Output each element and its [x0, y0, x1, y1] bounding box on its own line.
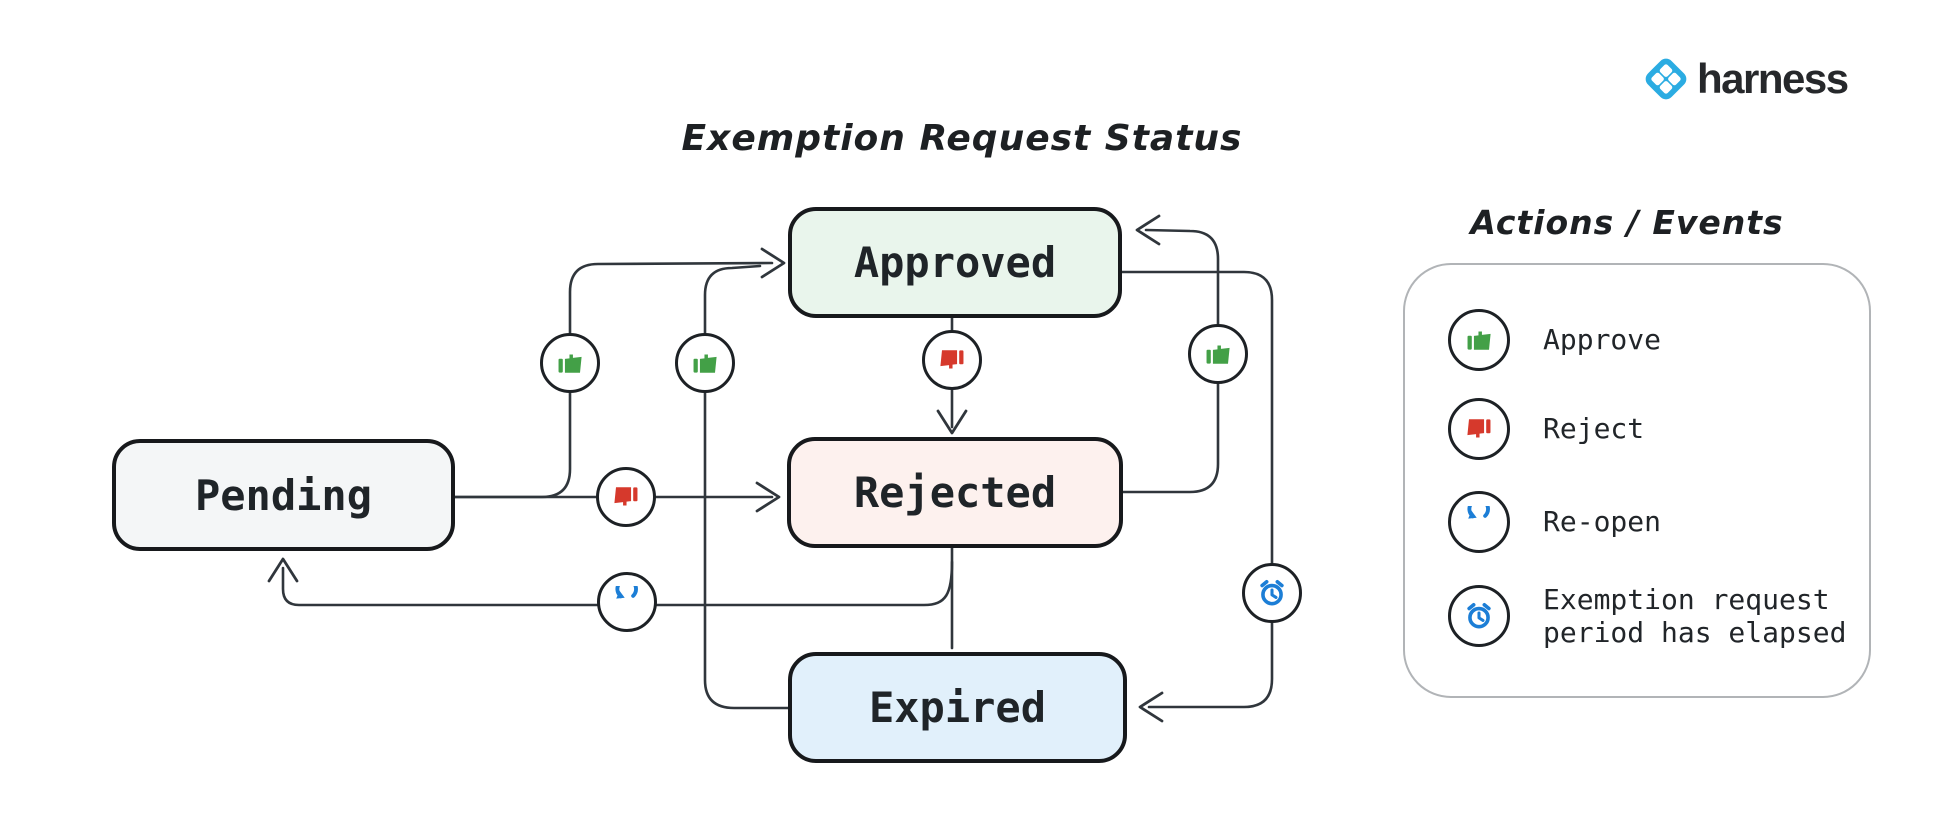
brand-name: harness: [1697, 55, 1849, 102]
thumbs-up-icon: [540, 333, 600, 393]
legend-label: Reject: [1543, 412, 1645, 446]
alarm-icon: [1242, 563, 1302, 623]
state-label-expired: Expired: [868, 683, 1046, 732]
legend-label: Exemption request period has elapsed: [1543, 583, 1847, 650]
state-node-expired: Expired: [788, 652, 1127, 763]
thumbs-down-icon: [1448, 398, 1510, 460]
legend-label: Approve: [1543, 323, 1662, 357]
legend-item-elapsed: Exemption request period has elapsed: [1448, 583, 1859, 649]
thumbs-up-icon: [675, 333, 735, 393]
legend-label: Re-open: [1543, 505, 1662, 539]
reopen-icon: [1448, 491, 1510, 553]
legend-item-reopen: Re-open: [1448, 491, 1661, 553]
harness-logo-icon: [1645, 58, 1687, 100]
thumbs-down-icon: [922, 330, 982, 390]
legend-item-reject: Reject: [1448, 398, 1644, 460]
thumbs-up-icon: [1188, 324, 1248, 384]
reopen-icon: [597, 572, 657, 632]
state-label-pending: Pending: [194, 470, 372, 520]
alarm-icon: [1448, 585, 1510, 648]
state-node-approved: Approved: [788, 207, 1122, 318]
legend-title: Actions / Events: [1470, 203, 1784, 242]
legend-item-approve: Approve: [1448, 309, 1661, 371]
state-label-rejected: Rejected: [853, 468, 1057, 517]
thumbs-up-icon: [1448, 309, 1510, 371]
thumbs-down-icon: [596, 467, 656, 527]
state-node-rejected: Rejected: [787, 437, 1123, 548]
state-node-pending: Pending: [112, 439, 455, 551]
state-label-approved: Approved: [853, 238, 1057, 287]
legend-panel: Approve Reject Re-open: [1403, 263, 1871, 698]
brand: harness: [1641, 54, 1849, 104]
page-title: Exemption Request Status: [681, 118, 1243, 159]
